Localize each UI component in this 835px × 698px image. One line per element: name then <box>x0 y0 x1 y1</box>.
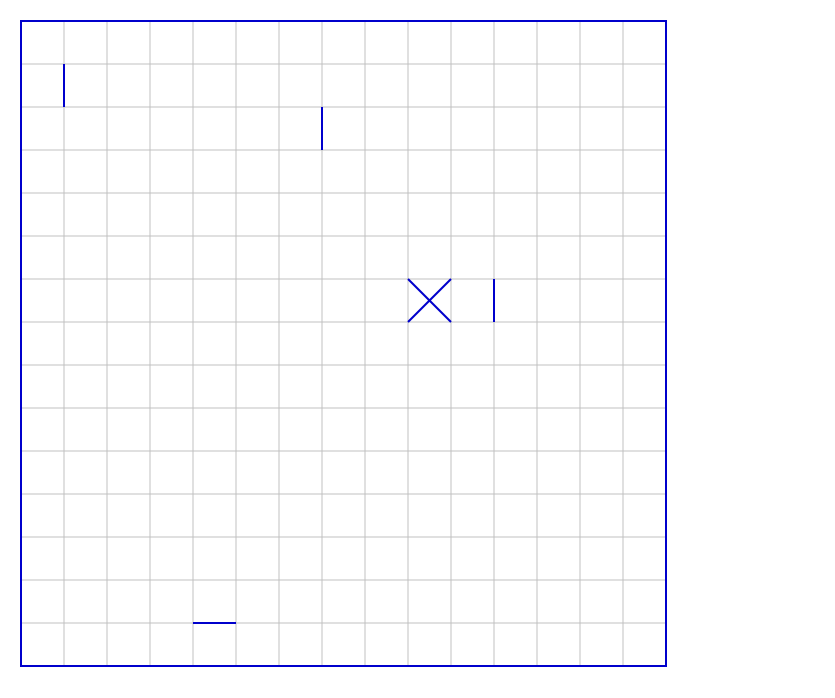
grid-lines <box>21 21 666 666</box>
cross-mark <box>407 278 452 323</box>
board-marks <box>63 64 495 624</box>
board-border <box>20 20 667 667</box>
cross-mark-stroke <box>407 278 452 323</box>
